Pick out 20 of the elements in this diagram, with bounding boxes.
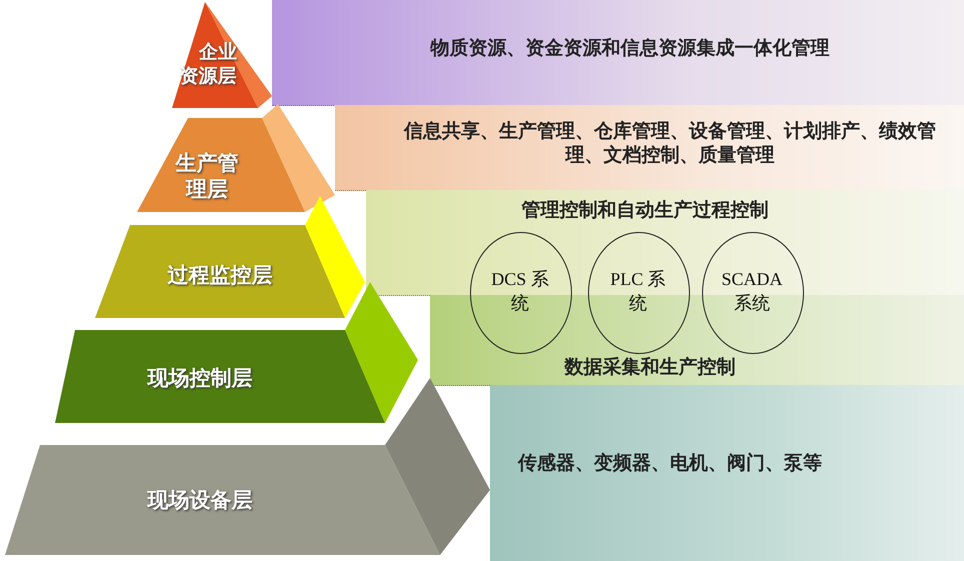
- system-circle: [702, 232, 804, 354]
- band-text: 管理控制和自动生产过程控制: [520, 198, 770, 222]
- description-band: [366, 190, 964, 296]
- circle-label: SCADA 系统: [720, 268, 784, 315]
- band-text: 数据采集和生产控制: [563, 355, 736, 379]
- circle-label: DCS 系统: [490, 268, 550, 315]
- circle-label: PLC 系统: [609, 268, 667, 315]
- layer-label: 现场设备层: [146, 487, 254, 513]
- description-band: [430, 295, 964, 386]
- system-circle: [470, 232, 572, 354]
- band-text: 信息共享、生产管理、仓库管理、设备管理、计划排产、绩效管理、文档控制、质量管理: [402, 119, 937, 167]
- band-text: 传感器、变频器、电机、阀门、泵等: [516, 451, 823, 475]
- description-band: [490, 385, 964, 561]
- layer-label: 现场控制层: [146, 365, 254, 391]
- band-text: 物质资源、资金资源和信息资源集成一体化管理: [429, 36, 830, 60]
- layer-label: 过程监控层: [166, 262, 274, 288]
- layer-label: 生产管理层: [174, 150, 240, 202]
- system-circle: [588, 232, 690, 354]
- description-band: [272, 0, 964, 106]
- description-band: [335, 105, 964, 191]
